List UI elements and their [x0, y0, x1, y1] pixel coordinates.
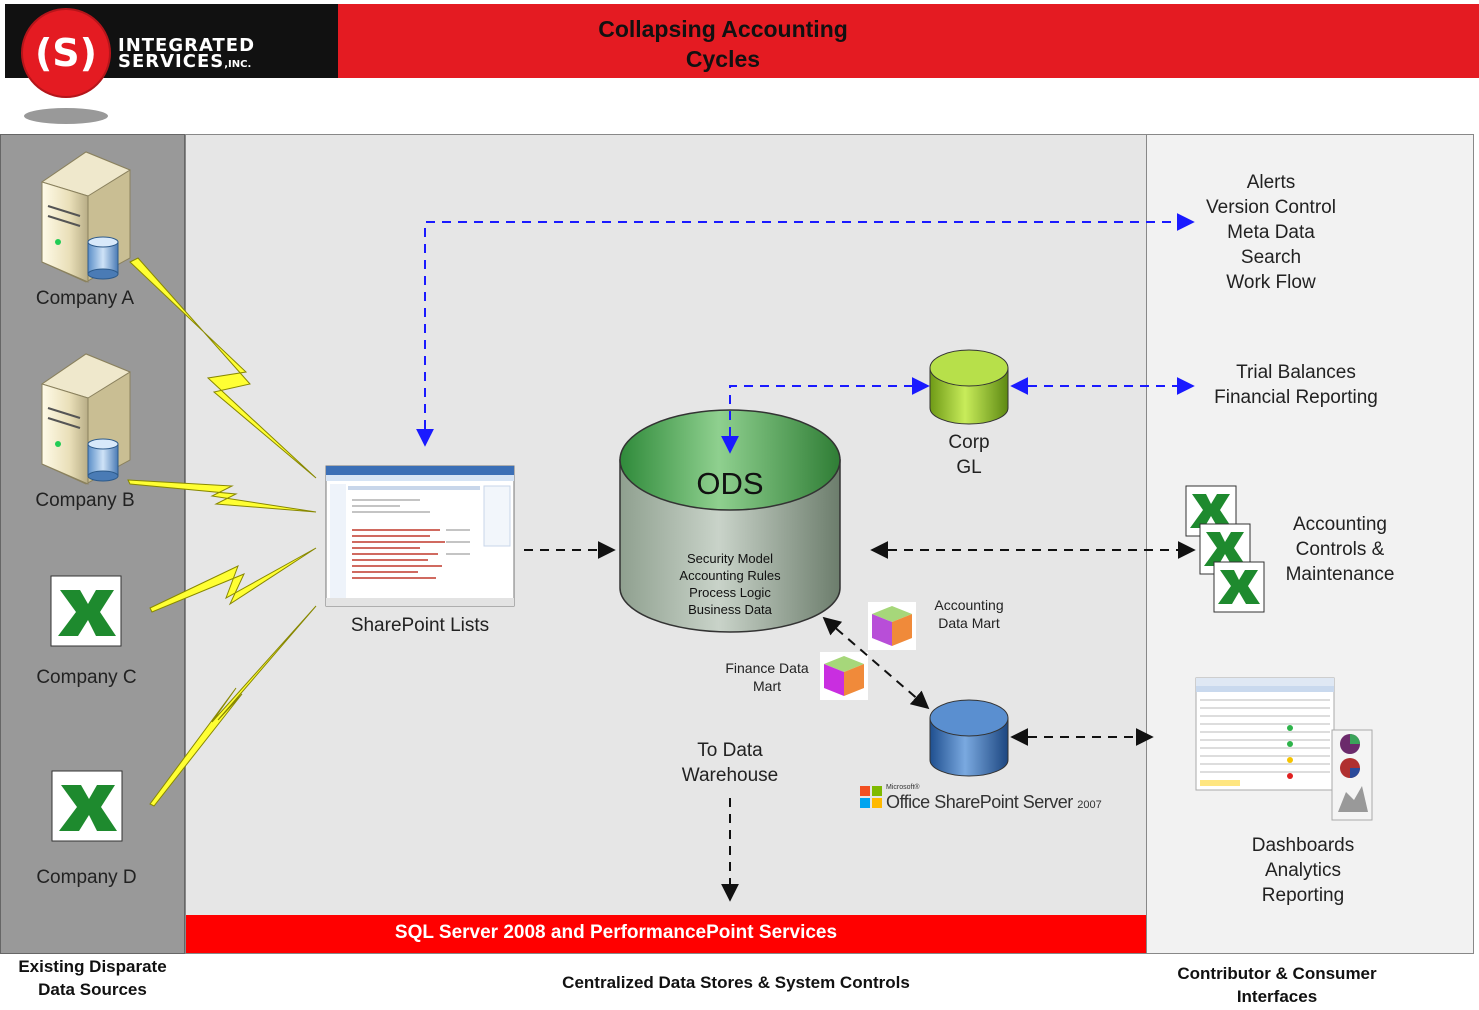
company-logo: (S): [21, 8, 111, 124]
server-icon-company-b: [40, 353, 132, 485]
sources-footer-line-1: Existing Disparate: [18, 957, 167, 976]
corp-gl-line-1: Corp: [948, 432, 990, 453]
consumers-footer-line-1: Contributor & Consumer: [1177, 964, 1377, 983]
company-a-label: Company A: [35, 288, 135, 309]
moss-year-text: 2007: [1077, 799, 1102, 811]
controls-line-3: Maintenance: [1285, 564, 1395, 585]
blue-dashed-arrows: [416, 213, 1195, 454]
accounting-mart-line-1: Accounting: [934, 597, 1004, 613]
lightning-bolts: [127, 257, 317, 807]
moss-database: [929, 699, 1009, 777]
lightning-a: [129, 257, 317, 479]
finance-mart-cube: [820, 652, 868, 700]
search-item: Search: [1240, 247, 1302, 268]
company-d-label: Company D: [36, 867, 137, 888]
moss-brand-text: Office SharePoint Server: [886, 792, 1073, 812]
company-b-label: Company B: [35, 490, 135, 511]
accounting-mart-cube: [868, 602, 916, 650]
finance-mart-label: Finance Data Mart: [712, 659, 822, 695]
to-dw-line-1: To Data: [697, 740, 763, 761]
version-control-item: Version Control: [1206, 197, 1336, 218]
dashboards-line-1: Dashboards: [1251, 835, 1355, 856]
black-dashed-arrows: [524, 541, 1196, 902]
office-logo-icon: [860, 786, 882, 808]
sharepoint-lists-label: SharePoint Lists: [350, 615, 490, 636]
sources-footer: Existing Disparate Data Sources: [0, 955, 185, 1001]
to-dw-line-2: Warehouse: [681, 765, 779, 786]
consumers-footer: Contributor & Consumer Interfaces: [1146, 962, 1408, 1008]
sharepoint-lists-thumbnail: [325, 465, 515, 607]
excel-stack-icon: [1185, 485, 1265, 613]
alerts-item: Alerts: [1246, 172, 1296, 193]
arrow-ods-moss: [822, 616, 930, 710]
accounting-mart-label: Accounting Data Mart: [914, 596, 1024, 632]
arrow-alerts-loop: [416, 213, 1195, 447]
to-data-warehouse-label: To Data Warehouse: [650, 738, 810, 788]
trial-balances-line-1: Trial Balances: [1236, 362, 1356, 383]
lightning-b: [127, 479, 317, 513]
ods-line-1: Security Model: [687, 551, 773, 566]
trial-balances-line-2: Financial Reporting: [1214, 387, 1378, 408]
ods-line-3: Process Logic: [689, 585, 771, 600]
corp-gl-database: [929, 349, 1009, 425]
dashboard-thumbnail: [1195, 677, 1373, 821]
sql-server-bar: [186, 915, 1146, 953]
dashboards-line-3: Reporting: [1261, 885, 1345, 906]
logo-line-2: SERVICES: [118, 51, 225, 72]
ods-contents: Security Model Accounting Rules Process …: [620, 550, 840, 618]
title-line-2: Cycles: [685, 46, 761, 72]
accounting-controls-label: Accounting Controls & Maintenance: [1270, 512, 1410, 587]
lightning-d: [149, 605, 317, 807]
trial-balances-label: Trial Balances Financial Reporting: [1196, 360, 1396, 410]
corp-gl-label: Corp GL: [919, 430, 1019, 480]
ods-line-4: Business Data: [688, 602, 772, 617]
finance-mart-line-2: Mart: [753, 678, 781, 694]
lightning-c: [149, 547, 317, 613]
controls-line-2: Controls &: [1295, 539, 1385, 560]
excel-icon-company-d: [51, 770, 123, 842]
accounting-mart-line-2: Data Mart: [938, 615, 1000, 631]
logo-wordmark: INTEGRATED SERVICES,INC.: [118, 35, 256, 73]
logo-mark: (S): [35, 31, 97, 75]
page-title: Collapsing Accounting Cycles: [338, 14, 1108, 74]
title-line-1: Collapsing Accounting: [598, 16, 848, 42]
ods-title: ODS: [696, 466, 764, 501]
corp-gl-line-2: GL: [956, 457, 982, 478]
finance-mart-line-1: Finance Data: [725, 660, 809, 676]
sql-server-label: SQL Server 2008 and PerformancePoint Ser…: [394, 922, 838, 943]
dashboards-line-2: Analytics: [1264, 860, 1342, 881]
ods-line-2: Accounting Rules: [679, 568, 781, 583]
arrow-ods-gl: [721, 377, 930, 454]
alerts-list: Alerts Version Control Meta Data Search …: [1186, 170, 1356, 295]
work-flow-item: Work Flow: [1226, 272, 1316, 293]
moss-wordmark: Microsoft® Office SharePoint Server 2007: [886, 784, 1126, 813]
logo-line-1: INTEGRATED: [118, 35, 256, 56]
company-c-label: Company C: [36, 667, 137, 688]
excel-icon-company-c: [50, 575, 122, 647]
central-footer: Centralized Data Stores & System Control…: [562, 973, 910, 992]
header-title-band: [338, 4, 1479, 78]
sources-footer-line-2: Data Sources: [38, 980, 147, 999]
meta-data-item: Meta Data: [1227, 222, 1315, 243]
server-icon-company-a: [40, 151, 132, 283]
consumers-footer-line-2: Interfaces: [1236, 987, 1318, 1006]
logo-suffix: ,INC.: [224, 59, 252, 70]
dashboards-label: Dashboards Analytics Reporting: [1228, 833, 1378, 908]
moss-small-text: Microsoft®: [886, 784, 920, 791]
controls-line-1: Accounting: [1292, 514, 1387, 535]
